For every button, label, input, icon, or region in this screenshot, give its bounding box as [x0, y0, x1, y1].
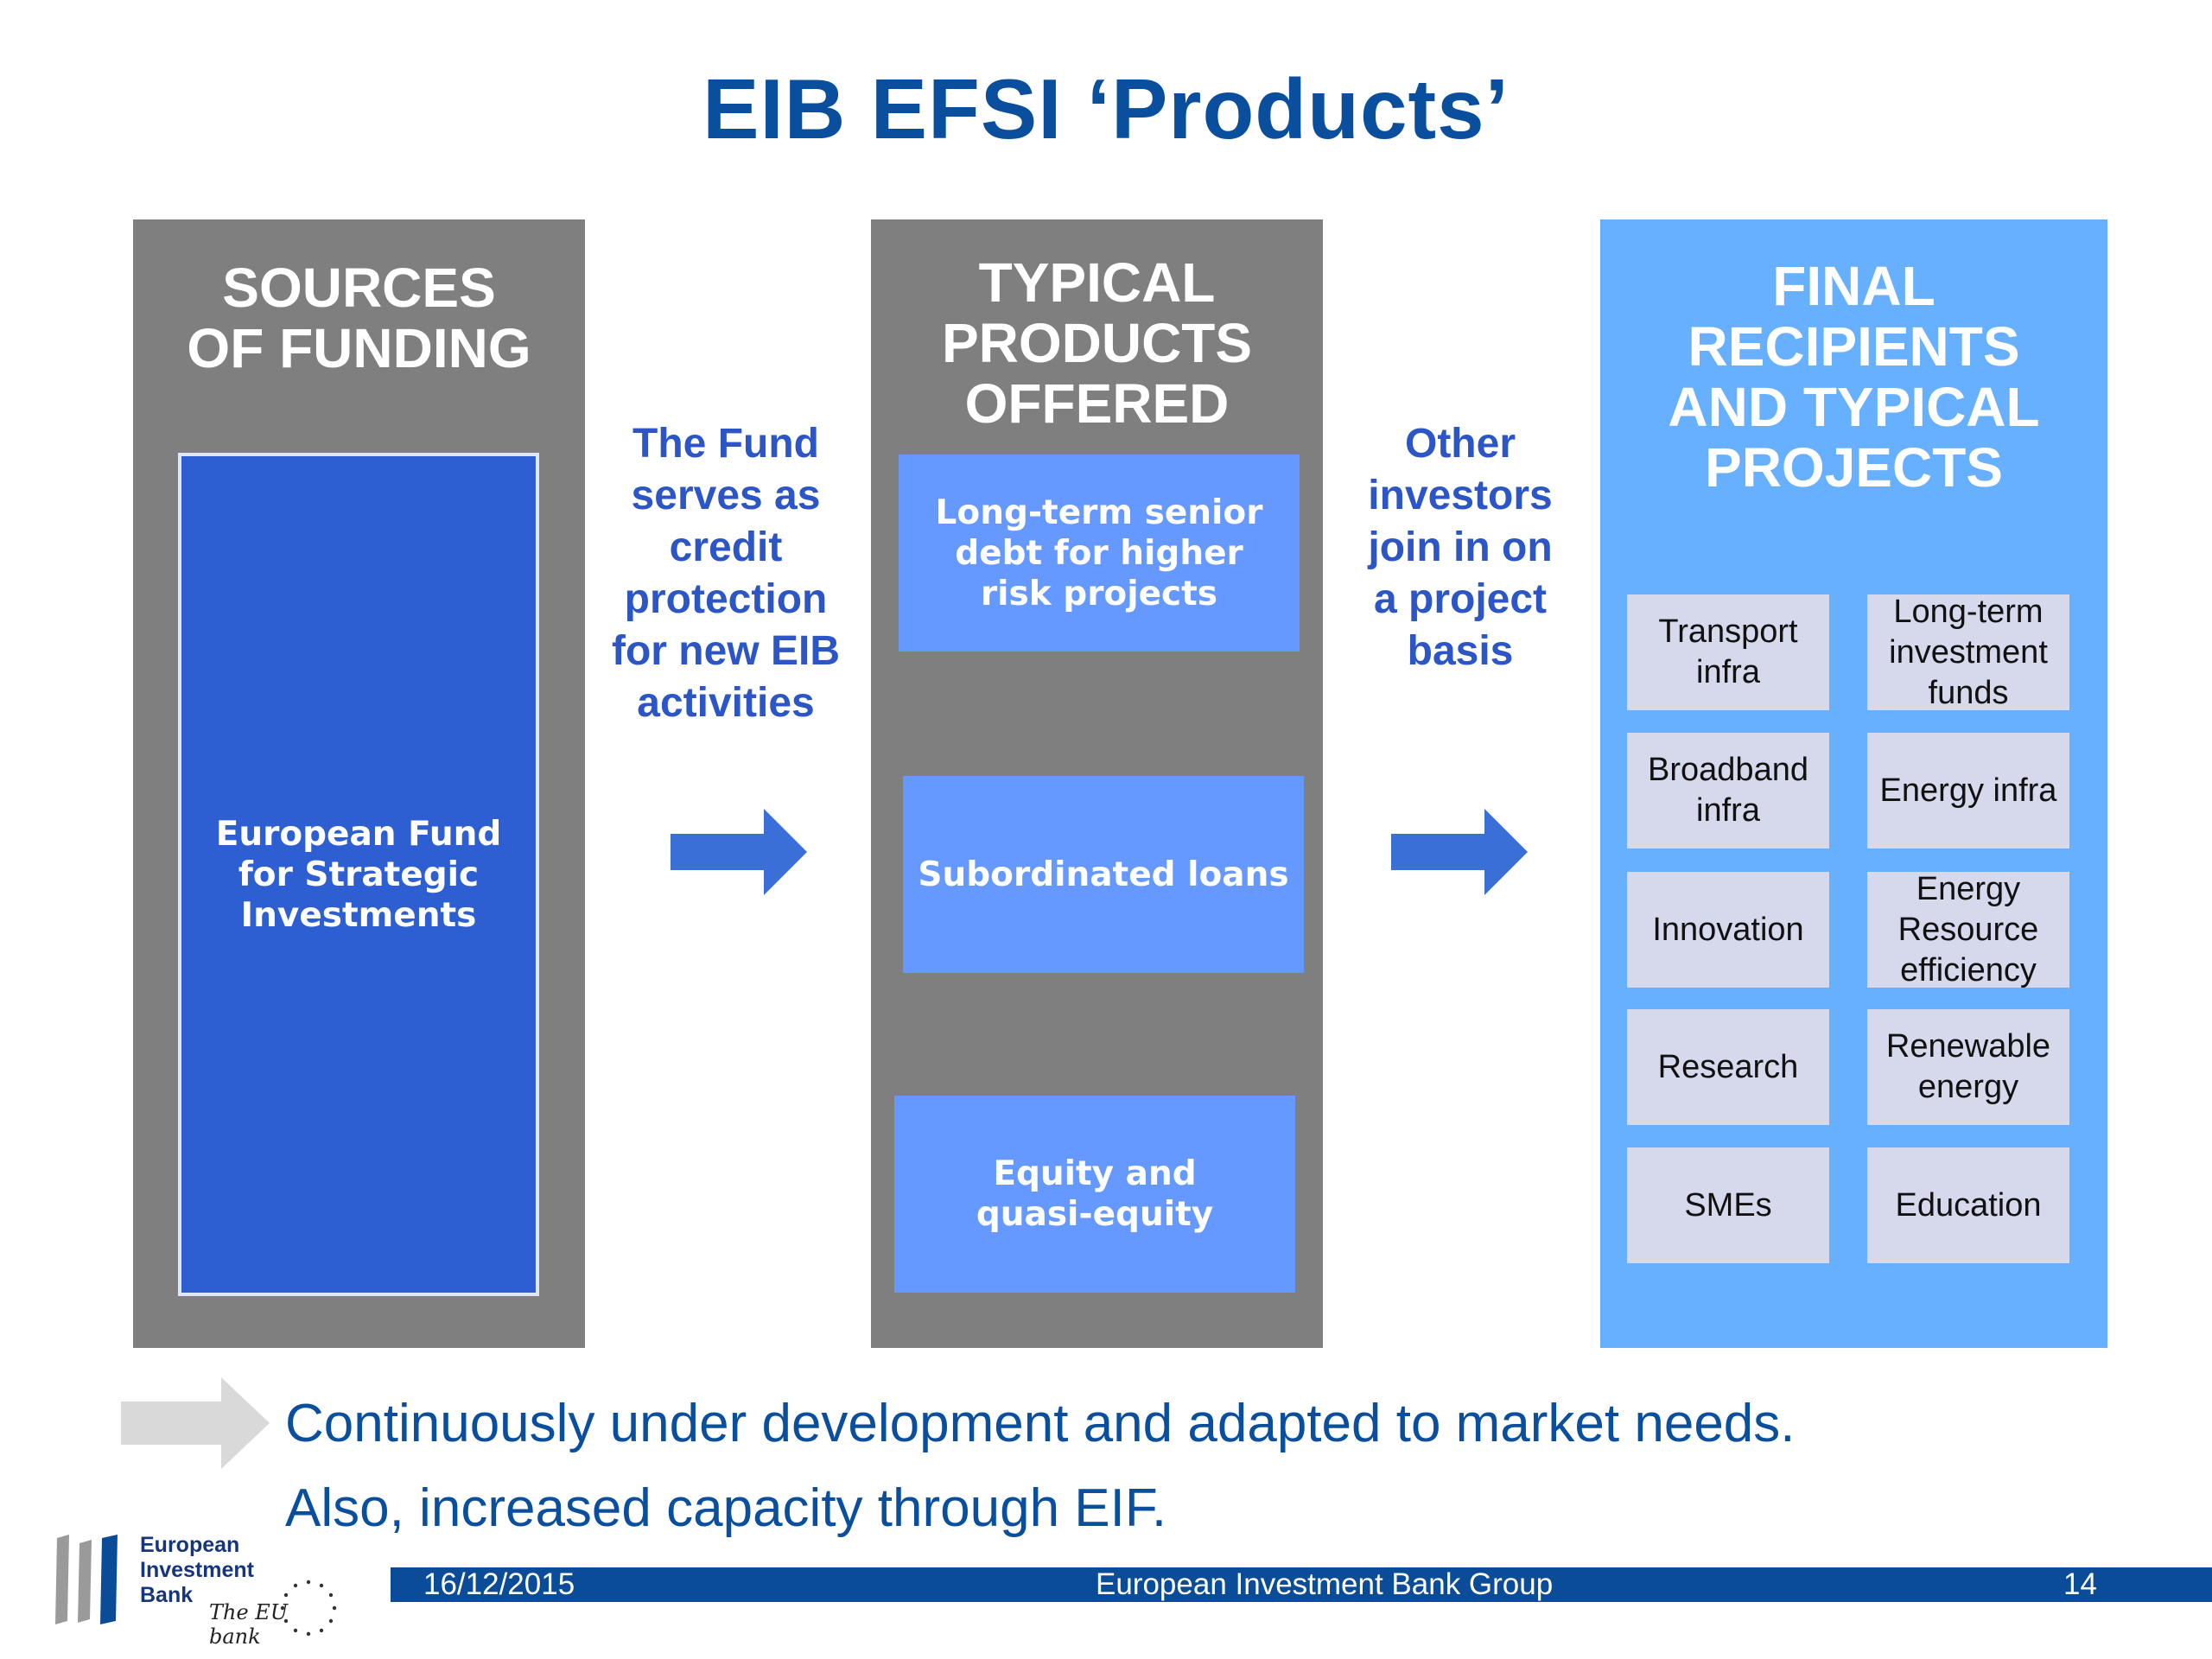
recipient-renewable-energy: Renewable energy: [1867, 1009, 2069, 1125]
note-eif-capacity: Also, increased capacity through EIF.: [285, 1478, 1167, 1538]
footer-date: 16/12/2015: [423, 1567, 575, 1601]
page-title: EIB EFSI ‘Products’: [702, 61, 1510, 156]
recipient-innovation: Innovation: [1627, 872, 1829, 988]
product-label: Equity and quasi-equity: [976, 1154, 1214, 1234]
product-equity: Equity and quasi-equity: [894, 1096, 1295, 1293]
right-arrow-icon: [671, 809, 807, 895]
product-senior-debt: Long-term senior debt for higher risk pr…: [899, 454, 1300, 652]
eu-stars-icon: [280, 1580, 337, 1637]
eib-logo-tagline: The EU bank: [209, 1600, 289, 1649]
footer-org: European Investment Bank Group: [1096, 1567, 1554, 1601]
connector-left-text: The Fund serves as credit protection for…: [611, 421, 841, 726]
recipient-smes: SMEs: [1627, 1147, 1829, 1263]
product-label: Subordinated loans: [918, 855, 1289, 894]
efsi-fund-label: European Fund for Strategic Investments: [215, 814, 502, 935]
products-heading: TYPICAL PRODUCTS OFFERED: [941, 251, 1253, 435]
recipient-energy-resource-efficiency: Energy Resource efficiency: [1867, 871, 2069, 988]
eib-logo: European Investment Bank The EU bank: [52, 1533, 337, 1649]
product-subordinated-loans: Subordinated loans: [903, 776, 1304, 973]
efsi-fund-box: European Fund for Strategic Investments: [178, 453, 539, 1296]
page-number: 14: [2063, 1567, 2097, 1601]
recipients-heading: FINAL RECIPIENTS AND TYPICAL PROJECTS: [1668, 255, 2040, 499]
footer-bar: 16/12/2015 European Investment Bank Grou…: [391, 1567, 2212, 1602]
connector-right-text: Other investors join in on a project bas…: [1368, 421, 1553, 674]
eib-logo-name: European Investment Bank: [140, 1533, 254, 1607]
sources-heading: SOURCES OF FUNDING: [187, 257, 531, 379]
product-label: Long-term senior debt for higher risk pr…: [935, 493, 1263, 613]
recipient-research: Research: [1627, 1009, 1829, 1125]
recipient-long-term-investment-funds: Long-term investment funds: [1867, 594, 2069, 711]
recipient-transport-infra: Transport infra: [1627, 594, 1829, 710]
bullet-arrow-icon: [121, 1377, 270, 1469]
recipient-broadband-infra: Broadband infra: [1627, 733, 1829, 849]
eib-logo-mark-icon: [55, 1535, 118, 1624]
recipient-energy-infra: Energy infra: [1867, 733, 2069, 849]
right-arrow-icon: [1391, 809, 1528, 895]
note-continuous-development: Continuously under development and adapt…: [285, 1394, 1796, 1453]
recipient-education: Education: [1867, 1147, 2069, 1263]
